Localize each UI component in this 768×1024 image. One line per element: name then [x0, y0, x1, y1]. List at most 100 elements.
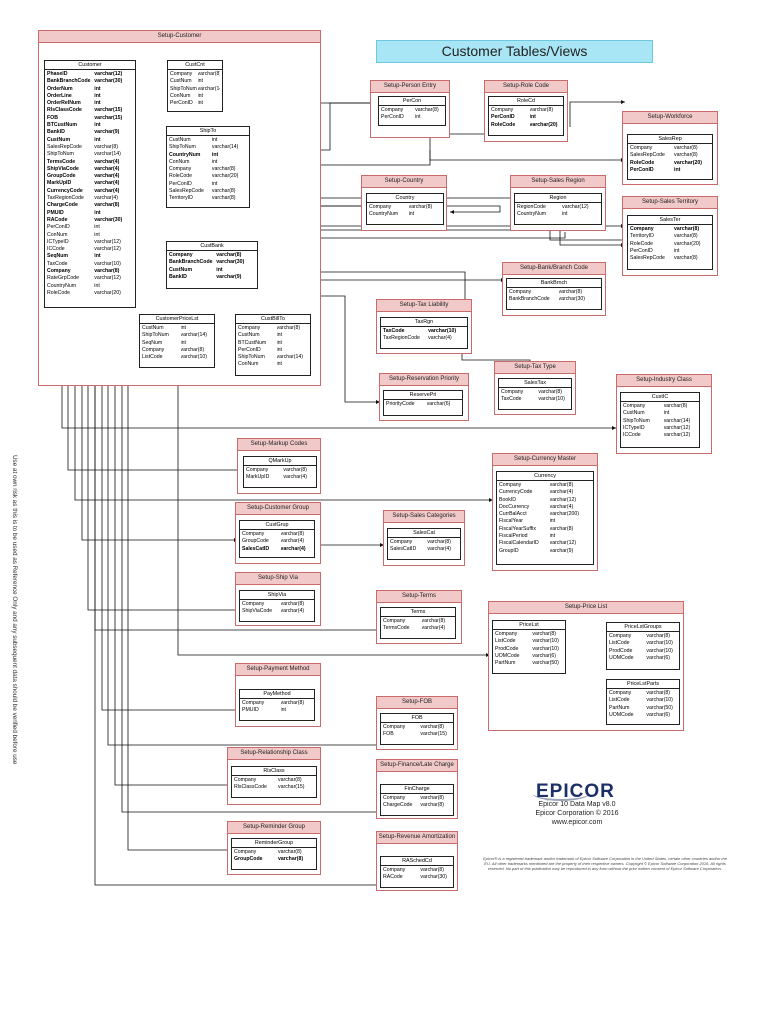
table-title: ReminderGroup [232, 839, 316, 848]
group-header: Setup-Ship Via [236, 573, 320, 586]
field-name: ShipToNum [47, 151, 74, 158]
field-type: varchar(8) [278, 777, 302, 783]
field-type: varchar(20) [674, 159, 702, 166]
field-name: SalesCatID [390, 546, 417, 553]
field-type: varchar(8) [558, 289, 583, 295]
field-type: varchar(8) [180, 346, 205, 353]
field-type: varchar(4) [283, 474, 308, 481]
field-name: CurrencyCode [499, 489, 533, 496]
field-name: Company [169, 166, 192, 173]
field-name: ICCode [623, 432, 641, 439]
field-type: varchar(8) [674, 152, 698, 159]
group-header: Setup-Currency Master [493, 454, 597, 467]
field-type: varchar(14) [94, 151, 121, 158]
field-name: FiscalPeriod [499, 533, 528, 540]
field-row: ShipToNum varchar(14) [47, 151, 133, 158]
group-header: Setup-Customer [39, 31, 320, 44]
field-name: GroupCode [242, 538, 269, 545]
table-title: BankBrnch [507, 279, 601, 288]
field-name: CurrencyCode [47, 187, 83, 194]
field-name: PerConID [170, 100, 193, 107]
field-name: ICTypeID [623, 424, 645, 431]
field-type: varchar(12) [549, 540, 577, 547]
field-name: BankBranchCode [169, 259, 213, 266]
field-type: varchar(8) [646, 633, 671, 639]
field-name: FiscalYear [499, 518, 524, 525]
table-title: CustGrup [240, 521, 314, 530]
group-header: Setup-Workforce [623, 112, 717, 125]
field-name: Company [234, 849, 257, 855]
field-type: varchar(8) [280, 601, 305, 607]
field-name: PerConID [47, 224, 70, 231]
field-name: CustNum [238, 332, 260, 339]
field-type: int [216, 266, 223, 273]
field-name: UOMCode [495, 652, 520, 659]
table-title: Region [515, 194, 601, 203]
field-name: SalesRepCode [169, 188, 204, 195]
field-name: RACode [383, 874, 403, 881]
table-title: CustBillTo [236, 315, 310, 324]
field-name: ConNum [170, 92, 191, 99]
table-title: RlsClass [232, 767, 316, 776]
field-type: varchar(12) [663, 424, 691, 431]
field-name: CountryNum [369, 211, 399, 218]
group-header: Setup-Person Entry [371, 81, 449, 94]
field-name: Company [383, 724, 406, 730]
field-name: Company [242, 700, 265, 706]
field-name: PerConID [169, 180, 192, 187]
field-name: Company [495, 631, 518, 637]
field-name: Company [623, 403, 646, 409]
group-header: Setup-Finance/Late Charge [377, 760, 457, 773]
table-title: RoleCd [489, 97, 563, 106]
field-name: Company [609, 690, 632, 696]
field-name: Company [491, 107, 514, 113]
field-name: BankID [47, 129, 65, 136]
field-type: varchar(6) [532, 652, 557, 659]
field-name: PartNum [495, 660, 516, 667]
field-name: RoleCode [630, 240, 654, 247]
link-customer-remindergroup [127, 308, 233, 851]
link-customer-salester [135, 229, 625, 246]
group-header: Setup-Revenue Amortization [377, 832, 457, 845]
field-name: CustNum [169, 137, 191, 143]
field-name: ICCode [47, 246, 65, 253]
table-title: PerCon [379, 97, 445, 106]
table-title: ShipVia [240, 591, 314, 600]
field-type: varchar(4) [280, 545, 306, 552]
field-type: int [211, 158, 218, 165]
field-type: varchar(15) [94, 107, 123, 114]
